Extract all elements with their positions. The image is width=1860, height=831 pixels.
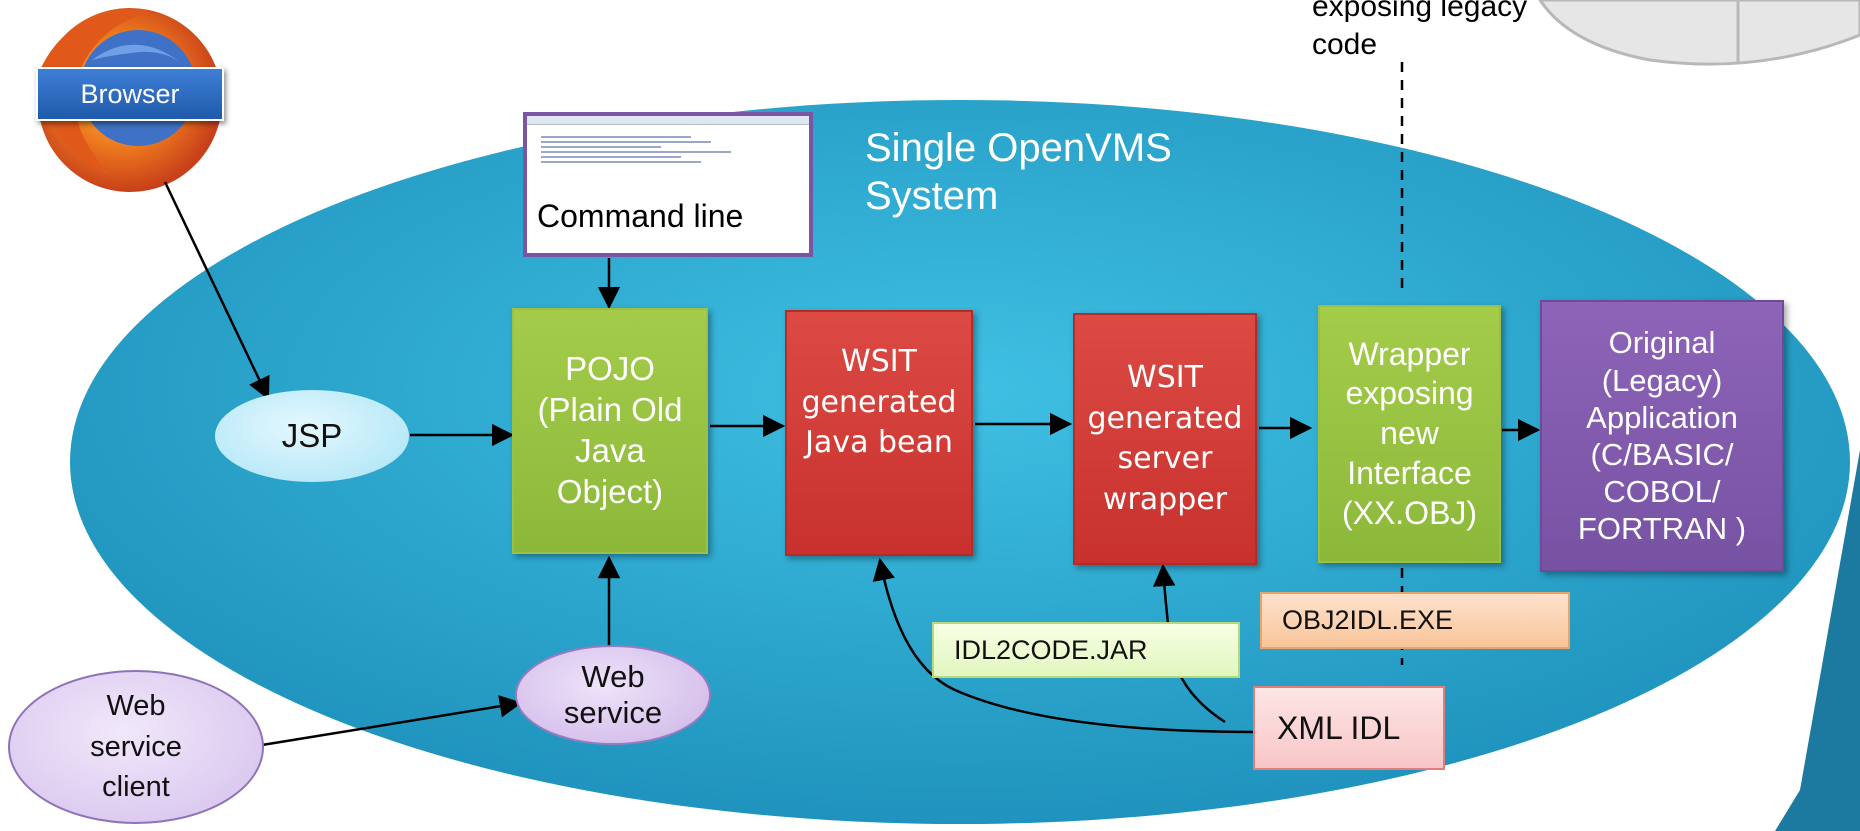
web-service-client-node[interactable]: Web service client xyxy=(8,670,264,824)
jsp-node[interactable]: JSP xyxy=(215,390,409,482)
top-label: exposing legacy code xyxy=(1312,0,1528,61)
wsit-server-wrapper-node[interactable]: WSIT generated server wrapper xyxy=(1073,313,1257,565)
arrow-client-to-webservice xyxy=(261,695,523,747)
idl2code-label: IDL2CODE.JAR xyxy=(954,634,1148,665)
decorative-circle xyxy=(1538,0,1860,66)
pojo-label: POJO (Plain Old Java Object) xyxy=(537,350,683,510)
browser-label: Browser xyxy=(80,78,180,109)
decorative-band xyxy=(1775,450,1860,831)
obj2idl-tag[interactable]: OBJ2IDL.EXE xyxy=(1260,592,1570,649)
command-line-titlebar xyxy=(527,116,809,125)
xml-idl-tag[interactable]: XML IDL xyxy=(1253,686,1445,770)
system-label: Single OpenVMS System xyxy=(865,126,1172,218)
wrapper-label: Wrapper exposing new Interface (XX.OBJ) xyxy=(1341,335,1478,531)
original-application-label: Original (Legacy) Application (C/BASIC/ … xyxy=(1577,325,1747,547)
wsit-server-wrapper-label: WSIT generated server wrapper xyxy=(1087,360,1243,517)
web-service-client-label: Web service client xyxy=(90,690,182,804)
jsp-label: JSP xyxy=(281,417,343,454)
wsit-java-bean-node[interactable]: WSIT generated Java bean xyxy=(785,310,973,556)
arrow-browser-to-jsp xyxy=(163,181,270,401)
wrapper-node[interactable]: Wrapper exposing new Interface (XX.OBJ) xyxy=(1318,305,1501,563)
pojo-node[interactable]: POJO (Plain Old Java Object) xyxy=(512,308,708,554)
original-application-node[interactable]: Original (Legacy) Application (C/BASIC/ … xyxy=(1540,300,1784,572)
command-line-label: Command line xyxy=(537,198,744,234)
command-line-text-lines xyxy=(527,125,809,163)
curve-xmlidl-to-wsit-bean xyxy=(872,557,1256,734)
wsit-java-bean-label: WSIT generated Java bean xyxy=(801,344,957,460)
web-service-node[interactable]: Web service xyxy=(515,645,711,745)
idl2code-tag[interactable]: IDL2CODE.JAR xyxy=(932,622,1240,678)
web-service-label: Web service xyxy=(563,659,663,730)
obj2idl-label: OBJ2IDL.EXE xyxy=(1282,605,1454,635)
xml-idl-label: XML IDL xyxy=(1277,709,1401,746)
browser-badge[interactable]: Browser xyxy=(36,67,224,121)
command-line-window[interactable]: Command line xyxy=(523,112,813,257)
